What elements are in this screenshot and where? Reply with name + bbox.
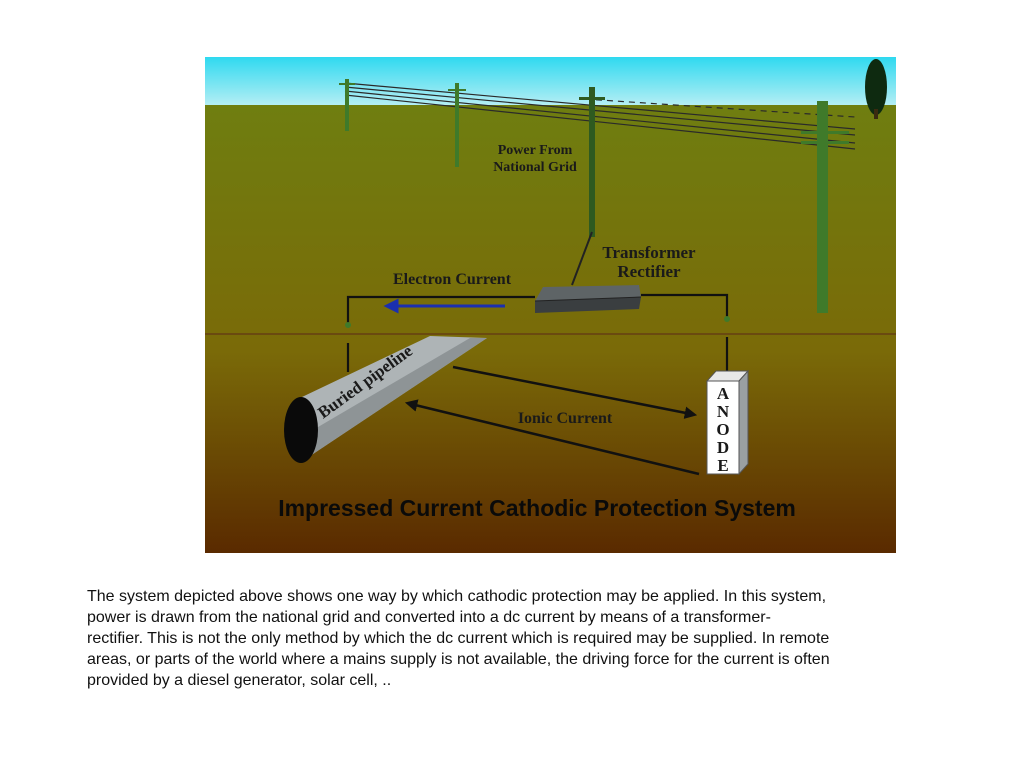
power-label-line2: National Grid — [493, 160, 577, 175]
circuit-wires — [346, 293, 729, 373]
anode-letter-n: N — [717, 402, 730, 421]
sky — [205, 57, 896, 105]
buried-pipeline — [284, 336, 487, 463]
caption-line-1: The system depicted above shows one way … — [87, 588, 827, 605]
anode-letter-a: A — [717, 384, 730, 403]
caption-line-3: rectifier. This is not the only method b… — [87, 630, 830, 647]
utility-pole-3 — [579, 87, 605, 237]
caption-line-4: areas, or parts of the world where a mai… — [87, 651, 830, 668]
feeder-wire — [571, 231, 593, 286]
anode-letter-d: D — [717, 438, 729, 457]
diagram-title: Impressed Current Cathodic Protection Sy… — [278, 495, 796, 521]
anode-letter-o: O — [716, 420, 729, 439]
anode-letter-e: E — [717, 456, 728, 475]
transformer-label-line1: Transformer — [602, 243, 696, 262]
transformer-rectifier-box — [534, 285, 642, 313]
utility-pole-4 — [801, 101, 849, 313]
cathode-connection — [345, 322, 351, 328]
power-lines — [344, 82, 856, 150]
utility-pole-2 — [448, 83, 466, 167]
ionic-current-arrow-to-pipeline — [404, 399, 700, 476]
ionic-current-label: Ionic Current — [518, 410, 613, 427]
anode-connection — [724, 316, 730, 322]
anode-block — [705, 369, 750, 476]
caption-paragraph: The system depicted above shows one way … — [87, 586, 907, 691]
electron-current-label: Electron Current — [393, 271, 512, 288]
ground — [205, 105, 896, 553]
caption-line-5: provided by a diesel generator, solar ce… — [87, 672, 392, 689]
utility-pole-1 — [339, 79, 355, 131]
cathodic-protection-diagram: Buried pipeline A N O D E Power From Nat… — [205, 57, 896, 553]
tree-icon — [865, 59, 887, 119]
transformer-label-line2: Rectifier — [617, 262, 681, 281]
ionic-current-arrow-to-anode — [452, 365, 698, 419]
caption-line-2: power is drawn from the national grid an… — [87, 609, 771, 626]
power-label-line1: Power From — [498, 143, 573, 158]
